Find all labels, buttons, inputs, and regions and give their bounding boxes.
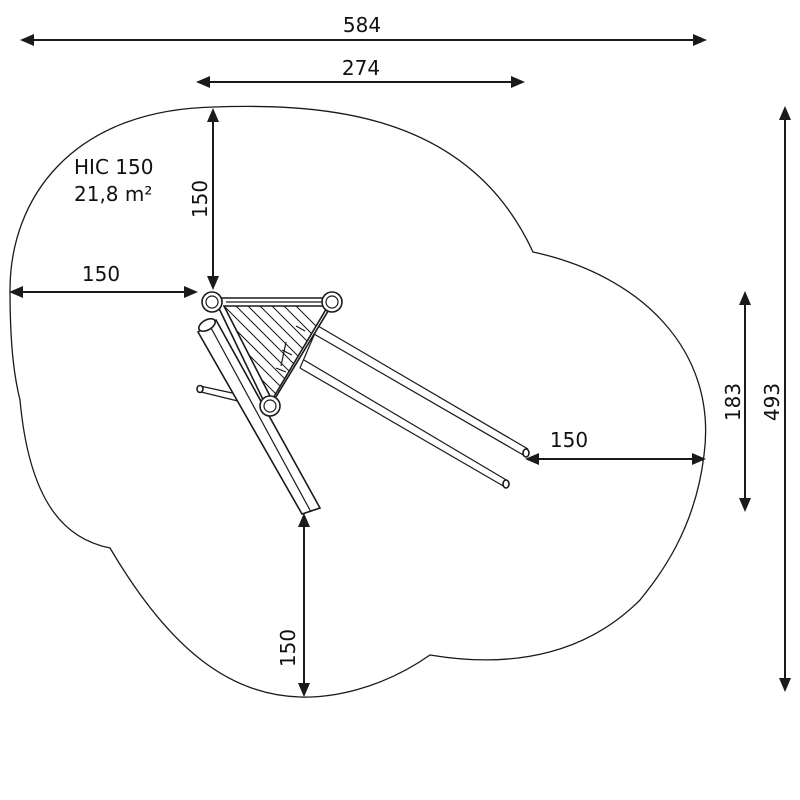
dimension-bottom-clearance: 150	[276, 513, 310, 697]
area-label: 21,8 m²	[74, 182, 152, 206]
dimension-platform-width: 274	[196, 56, 525, 88]
top-clearance-label: 150	[188, 180, 212, 218]
post-right	[321, 291, 343, 313]
overall-depth-label: 493	[760, 383, 784, 421]
safety-area-outline	[9, 105, 707, 698]
dimension-top-clearance: 150	[188, 108, 219, 290]
bottom-clearance-label: 150	[276, 629, 300, 667]
platform-width-label: 274	[342, 56, 380, 80]
dimension-left-clearance: 150	[9, 262, 198, 298]
slide	[299, 325, 530, 489]
dimension-slide-depth: 183	[721, 291, 751, 512]
posts	[201, 291, 343, 417]
dimension-overall-width: 584	[20, 13, 707, 46]
post-left	[201, 291, 223, 313]
right-clearance-label: 150	[550, 428, 588, 452]
play-equipment	[196, 291, 530, 515]
hic-label: HIC 150	[74, 155, 153, 179]
left-clearance-label: 150	[82, 262, 120, 286]
slide-depth-label: 183	[721, 383, 745, 421]
angled-beam	[196, 317, 322, 515]
dimension-overall-depth: 493	[760, 106, 791, 692]
overall-width-label: 584	[343, 13, 381, 37]
dimension-right-clearance: 150	[525, 428, 706, 465]
post-bottom	[259, 395, 281, 417]
triangle-platform	[212, 297, 338, 412]
